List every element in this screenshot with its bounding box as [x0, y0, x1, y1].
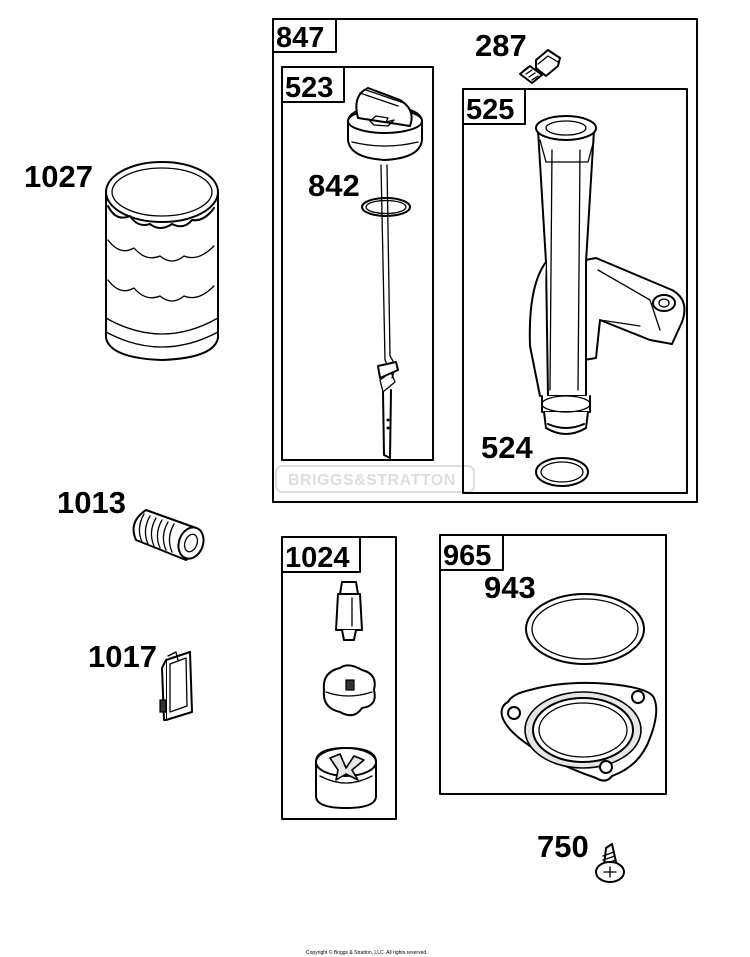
pipe-nipple-1013	[132, 509, 205, 561]
box-965-label: 965	[443, 540, 491, 572]
oil-filter-1027	[105, 161, 219, 361]
dipstick	[347, 87, 423, 459]
part-1027-label: 1027	[24, 159, 93, 194]
box-523: 523	[281, 66, 434, 461]
box-1024: 1024	[281, 536, 397, 820]
cover-plate	[500, 681, 658, 782]
oil-pump-parts	[315, 581, 377, 809]
brand-watermark: BRIGGS&STRATTON	[275, 465, 475, 493]
copyright-text: Copyright © Briggs & Stratton, LLC. All …	[306, 949, 428, 956]
part-287-label: 287	[475, 28, 527, 63]
box-525: 525	[462, 88, 688, 494]
part-524-label: 524	[481, 430, 533, 465]
o-ring-943	[525, 593, 645, 665]
part-1017-clip	[159, 651, 193, 721]
dipstick-tube	[528, 115, 686, 435]
watermark-text: BRIGGS&STRATTON	[288, 472, 456, 489]
part-842-label: 842	[308, 168, 360, 203]
screw-750	[595, 843, 625, 883]
part-1017-label: 1017	[88, 639, 157, 674]
box-525-label: 525	[466, 94, 514, 126]
bolt-287	[519, 49, 561, 84]
box-847-label: 847	[276, 22, 324, 54]
box-965: 965	[439, 534, 667, 795]
gasket-524	[535, 457, 589, 487]
part-1013-label: 1013	[57, 485, 126, 520]
box-523-label: 523	[285, 72, 333, 104]
box-1024-label: 1024	[285, 542, 350, 574]
box-847: 847	[272, 18, 698, 503]
part-943-label: 943	[484, 570, 536, 605]
part-750-label: 750	[537, 829, 589, 864]
